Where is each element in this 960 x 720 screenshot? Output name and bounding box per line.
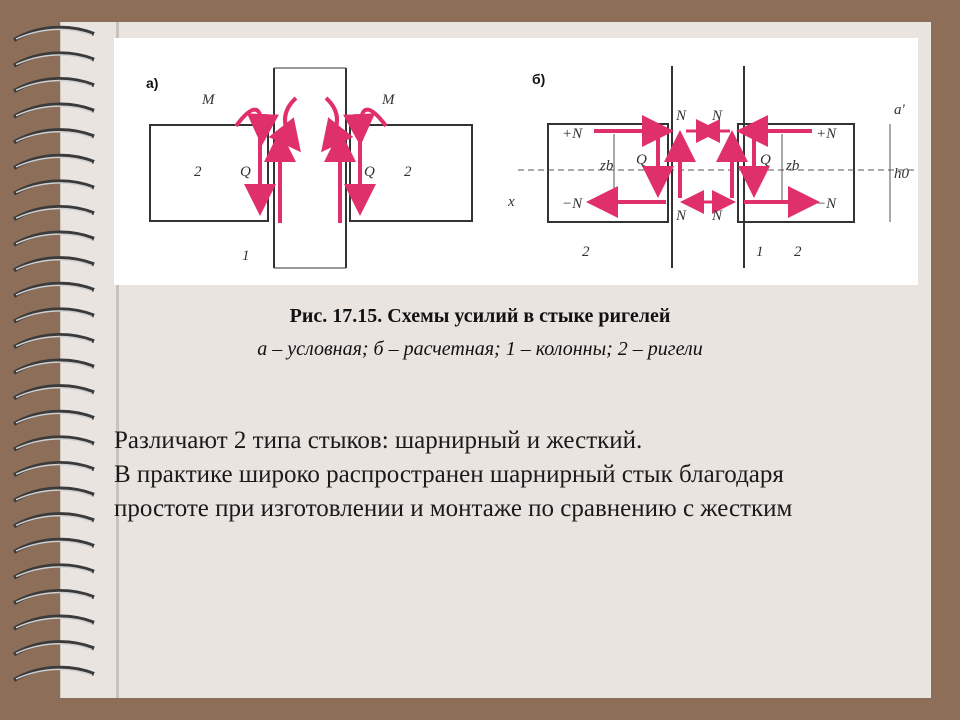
label-Q-b-left: Q (636, 152, 647, 168)
body-line-1: Различают 2 типа стыков: шарнирный и жес… (114, 427, 643, 454)
spiral-ring-highlight (15, 668, 93, 680)
label-plusN-left: +N (562, 126, 583, 142)
label-N-top-right: N (711, 108, 723, 124)
figure-caption-title: Рис. 17.15. Схемы усилий в стыке ригелей (289, 305, 671, 327)
label-a: а) (146, 75, 158, 91)
spiral-ring-highlight (15, 438, 93, 450)
spiral-ring-highlight (15, 156, 93, 168)
diagram-svg: а) M M Q Q 2 2 1 (146, 66, 914, 269)
label-beam-b-left: 2 (582, 244, 590, 260)
spiral-ring-highlight (15, 514, 93, 527)
label-M-right: M (381, 92, 396, 108)
moment-arrow-a1 (234, 107, 279, 146)
spiral-ring-highlight (15, 258, 93, 271)
label-zb-left: zb (599, 158, 614, 174)
spiral-ring-highlight (15, 566, 93, 578)
label-beam-left: 2 (194, 164, 202, 180)
label-Q-right: Q (364, 164, 375, 180)
beam-a-right (349, 124, 473, 222)
moment-arrow-a3 (321, 96, 354, 153)
spiral-ring-highlight (15, 335, 93, 347)
spiral-ring-highlight (15, 463, 93, 475)
label-M-left: M (201, 92, 216, 108)
label-N-bottom-right: N (711, 208, 723, 224)
label-Q-b-right: Q (760, 152, 771, 168)
moment-arrow-a2 (268, 96, 301, 153)
spiral-ring-highlight (15, 207, 93, 219)
spiral-ring-highlight (15, 310, 93, 322)
body-line-3: простоте при изготовлении и монтаже по с… (114, 495, 793, 522)
spiral-ring-highlight (15, 105, 93, 117)
label-beam-b-right: 2 (794, 244, 802, 260)
label-b: б) (532, 71, 545, 87)
label-N-bottom-left: N (675, 208, 687, 224)
spiral-ring-highlight (15, 489, 93, 501)
label-Q-left: Q (240, 164, 251, 180)
label-zb-right: zb (785, 158, 800, 174)
diagram-a: а) M M Q Q 2 2 1 (146, 67, 473, 269)
spiral-ring-highlight (15, 233, 93, 245)
spiral-ring-highlight (15, 79, 93, 91)
spiral-ring-highlight (15, 617, 93, 629)
spiral-ring-highlight (15, 28, 93, 40)
label-a-prime: a' (894, 102, 906, 118)
spiral-ring-highlight (15, 361, 93, 373)
label-minusN-left: −N (562, 196, 583, 212)
label-column: 1 (242, 248, 250, 264)
spiral-ring-highlight (15, 182, 93, 194)
beam-a-left (149, 124, 269, 222)
moment-arrow-a4 (343, 107, 388, 146)
body-text: Различают 2 типа стыков: шарнирный и жес… (114, 424, 914, 526)
diagram-b: б) +N +N (507, 66, 914, 268)
spiral-ring-highlight (15, 591, 93, 603)
label-x: x (507, 194, 515, 210)
figure-caption-subtitle: а – условная; б – расчетная; 1 – колонны… (257, 338, 703, 360)
label-N-top-left: N (675, 108, 687, 124)
spiral-ring-highlight (15, 284, 93, 296)
spiral-ring-highlight (15, 642, 93, 655)
body-line-2: В практике широко распространен шарнирны… (114, 461, 784, 488)
spiral-binding (12, 25, 95, 682)
spiral-ring-highlight (15, 386, 93, 399)
label-beam-right: 2 (404, 164, 412, 180)
spiral-ring-highlight (15, 412, 93, 424)
label-minusN-right: −N (816, 196, 837, 212)
label-plusN-right: +N (816, 126, 837, 142)
spiral-ring-highlight (15, 540, 93, 552)
spiral-ring-highlight (15, 54, 93, 66)
figure-joint-diagrams: а) M M Q Q 2 2 1 (114, 38, 918, 285)
label-column-b: 1 (756, 244, 764, 260)
page-margin-line (116, 22, 119, 698)
label-h0: h0 (894, 166, 910, 182)
spiral-ring-highlight (15, 130, 93, 143)
